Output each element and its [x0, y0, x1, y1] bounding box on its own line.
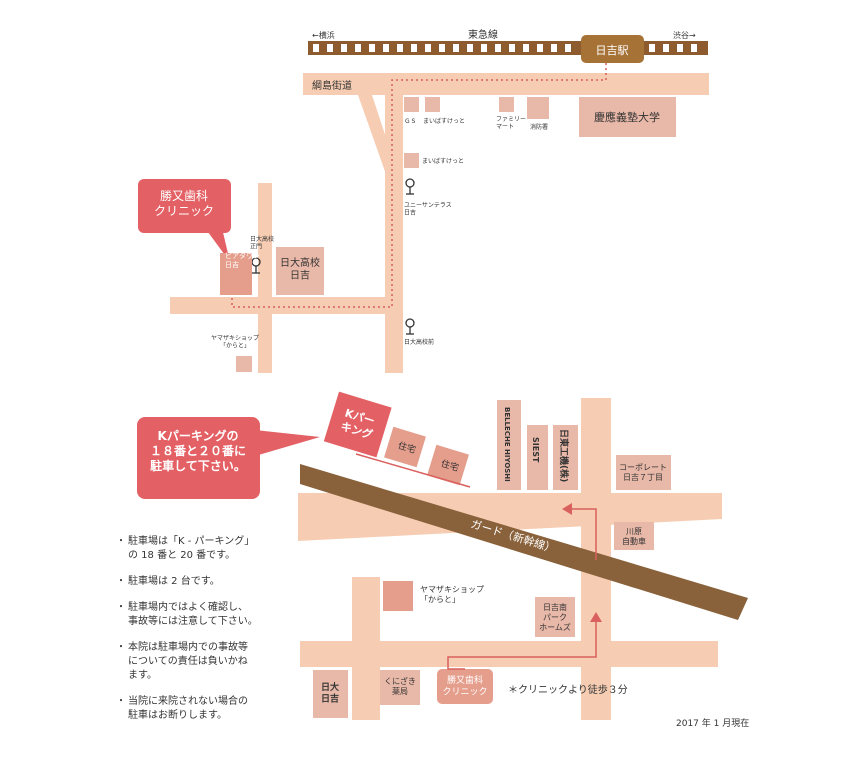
nichidai-label: 日大日吉 — [321, 681, 339, 704]
bottom-map: ガード（新幹線） Kパーキング 住宅 住宅 BELLECHE HIYOSHI S… — [137, 391, 748, 720]
note-item: 駐車場は 2 台です。 — [116, 575, 296, 589]
rail-line-label: 東急線 — [468, 28, 498, 41]
familymart-building — [499, 97, 514, 112]
gs-building — [404, 97, 419, 112]
route-arrow-up-icon — [590, 612, 602, 622]
bus-stop-icon — [405, 318, 415, 335]
direction-right-label: 渋谷→ — [673, 30, 696, 40]
fire-station-building — [527, 97, 549, 119]
belleche-building — [497, 400, 521, 490]
yamazaki-shop-label: ヤマザキショップ「からと」 — [211, 335, 259, 350]
walking-route-2 — [570, 508, 597, 560]
bus-stop-label-3: 日大高校前 — [404, 338, 434, 346]
note-item: 本院は駐車場内での事故等 についての責任は負いかね ます。 — [116, 641, 296, 683]
kunizaki-label: くにざき薬局 — [384, 676, 416, 696]
kunizaki-building — [380, 670, 420, 705]
viaduct — [300, 464, 748, 620]
belleche-label: BELLECHE HIYOSHI — [503, 407, 511, 482]
kawahara-building — [614, 522, 654, 550]
parking-route — [355, 453, 471, 488]
pia-town-label: ピアタウン日吉 — [225, 251, 260, 269]
maibasuket-label-2: まいばすけっと — [422, 157, 464, 165]
house-2 — [427, 444, 469, 486]
nitto-building — [553, 425, 578, 490]
direction-left-label: ←横浜 — [312, 30, 335, 40]
siest-label: SIEST — [531, 437, 540, 463]
nichidai-school-label: 日大高校日吉 — [280, 256, 320, 282]
kawahara-label: 川原自動車 — [622, 527, 646, 546]
yamazaki-label: ヤマザキショップ「からと」 — [420, 585, 484, 604]
pia-town-building[interactable] — [220, 253, 252, 295]
bus-stop-icon — [405, 178, 415, 195]
keio-building — [579, 97, 676, 137]
clinic-building[interactable] — [437, 669, 493, 704]
house-1 — [384, 426, 426, 468]
fire-station-label: 消防署 — [530, 123, 548, 131]
rail-line — [308, 41, 708, 55]
note-item: 駐車場内ではよく確認し、 事故等には注意して下さい。 — [116, 601, 296, 629]
gs-label: G S — [405, 118, 416, 125]
corporate-label: コーポレート日吉７丁目 — [619, 463, 667, 482]
top-roads — [170, 73, 709, 373]
road-label: 綱島街道 — [312, 79, 352, 92]
clinic-callout: 勝又歯科クリニック — [138, 179, 231, 262]
parking-callout: Kパーキングの１８番と２０番に駐車して下さい。 — [137, 417, 320, 499]
nitto-label: 日東工機(株) — [558, 429, 570, 482]
corporate-building — [616, 455, 671, 490]
station-label: 日吉駅 — [596, 44, 629, 57]
station-marker[interactable] — [581, 35, 644, 63]
yamazaki-building — [383, 581, 413, 611]
maibasuket-label-1: まいばすけっと — [423, 117, 465, 125]
bus-stop-label-1: ユニーサンテラス日吉 — [404, 202, 452, 217]
clinic-callout-label: 勝又歯科クリニック — [154, 188, 214, 218]
familymart-label: ファミリーマート — [496, 116, 526, 131]
note-item: 駐車場は「K - パーキング」 の 18 番と 20 番です。 — [116, 535, 296, 563]
walk-note: ＊クリニックより徒歩３分 — [508, 683, 628, 696]
keio-label: 慶應義塾大学 — [594, 110, 660, 124]
bus-stop-label-2: 日大高校正門 — [250, 235, 274, 251]
parking-notes: 駐車場は「K - パーキング」 の 18 番と 20 番です。 駐車場は 2 台… — [116, 535, 296, 735]
siest-building — [527, 425, 548, 490]
park-homes-label: 日吉南パークホームズ — [539, 602, 571, 632]
walking-route — [447, 620, 597, 670]
nichidai-school-building — [276, 247, 324, 295]
date-note: 2017 年 1 月現在 — [676, 719, 750, 729]
nichidai-building — [313, 670, 348, 718]
route-arrow-left-icon — [562, 503, 572, 515]
k-parking[interactable] — [323, 391, 392, 458]
top-map: 東急線 ←横浜 渋谷→ 日吉駅 綱島街道 G S まいばすけっと ファミリーマー… — [138, 28, 709, 373]
note-item: 当院に来院されない場合の 駐車はお断りします。 — [116, 695, 296, 723]
park-homes-building — [535, 597, 575, 637]
maibasuket-building-2 — [404, 153, 419, 168]
parking-callout-text: Kパーキングの１８番と２０番に駐車して下さい。 — [150, 428, 246, 473]
clinic-label: 勝又歯科クリニック — [442, 674, 487, 697]
yamazaki-shop-building — [236, 356, 252, 372]
maibasuket-building-1 — [425, 97, 440, 112]
